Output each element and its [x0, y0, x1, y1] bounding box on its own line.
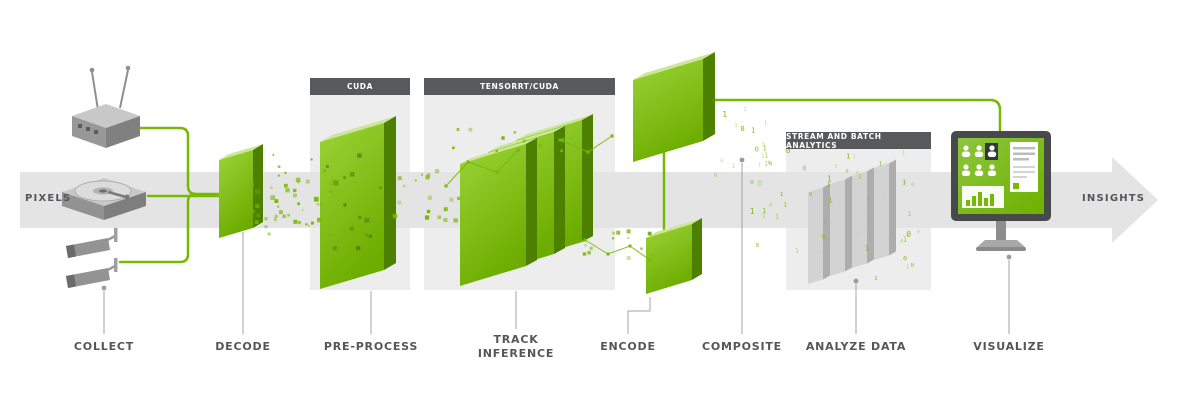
svg-text:1: 1 — [907, 209, 911, 218]
svg-text:0: 0 — [900, 239, 903, 245]
svg-text:1: 1 — [903, 179, 907, 186]
svg-text:0: 0 — [846, 169, 849, 175]
svg-text:0: 0 — [786, 146, 791, 155]
preprocess-box — [320, 116, 396, 289]
svg-text:1: 1 — [795, 248, 799, 255]
svg-text:0: 0 — [821, 233, 825, 241]
svg-text:1: 1 — [762, 207, 766, 215]
svg-text:1: 1 — [763, 144, 767, 152]
encode-box — [646, 218, 702, 294]
composite-box — [633, 52, 715, 162]
svg-text:1: 1 — [764, 151, 768, 159]
svg-text:1: 1 — [865, 245, 869, 253]
panel-header-tensorrt-cuda: TENSORRT/CUDA — [424, 78, 615, 95]
svg-text:0: 0 — [712, 97, 716, 105]
svg-text:1: 1 — [761, 153, 765, 160]
svg-text:1: 1 — [751, 127, 755, 135]
detection-graph-nodes — [444, 134, 652, 262]
svg-text:1: 1 — [764, 121, 767, 127]
svg-text:1: 1 — [835, 163, 838, 169]
composite-to-monitor-line — [714, 98, 1002, 132]
svg-text:0: 0 — [713, 130, 716, 136]
svg-text:0: 0 — [911, 263, 915, 269]
pixel-mosaic-to-encode — [581, 229, 655, 260]
pixel-mosaic-decode — [250, 154, 335, 237]
svg-text:0: 0 — [802, 164, 806, 173]
svg-text:0: 0 — [809, 191, 812, 197]
cctv-camera-icon — [66, 228, 118, 288]
svg-text:0: 0 — [720, 159, 723, 165]
svg-text:1: 1 — [853, 154, 856, 160]
pixel-mosaic-inference-top — [452, 127, 565, 153]
svg-text:1: 1 — [750, 207, 755, 216]
svg-text:0: 0 — [906, 230, 911, 239]
svg-text:1: 1 — [783, 201, 787, 209]
svg-text:1: 1 — [903, 235, 908, 244]
svg-text:0: 0 — [769, 203, 773, 209]
stage-label-encode: ENCODE — [600, 340, 656, 353]
svg-text:0: 0 — [768, 160, 771, 166]
inference-boxes — [460, 114, 593, 286]
monitor-icon — [951, 131, 1051, 251]
collect-connector-lines — [118, 126, 220, 264]
svg-text:0: 0 — [750, 180, 754, 186]
svg-text:1: 1 — [735, 123, 738, 129]
stage-label-analyze-data: ANALYZE DATA — [805, 340, 907, 353]
hard-drive-icon — [62, 178, 146, 220]
svg-text:1: 1 — [775, 215, 779, 221]
panel-header-cuda: CUDA — [310, 78, 410, 95]
svg-text:1: 1 — [722, 110, 727, 119]
svg-text:1: 1 — [902, 151, 905, 157]
callout-dots — [101, 157, 1012, 291]
svg-text:1: 1 — [780, 192, 783, 198]
svg-text:0: 0 — [714, 173, 717, 179]
svg-text:0: 0 — [755, 145, 759, 154]
svg-text:0: 0 — [762, 143, 766, 149]
monitor-screen-content — [961, 142, 1038, 208]
svg-text:0: 0 — [917, 230, 920, 236]
pixels-label: PIXELS — [25, 193, 72, 204]
svg-text:1: 1 — [758, 163, 761, 169]
svg-text:1: 1 — [846, 151, 850, 160]
stage-label-collect: COLLECT — [73, 340, 135, 353]
svg-text:1: 1 — [902, 181, 906, 187]
svg-text:1: 1 — [784, 149, 787, 155]
stage-label-track-inference: TRACK INFERENCE — [477, 333, 555, 360]
svg-text:0: 0 — [741, 125, 745, 133]
callout-lines — [103, 163, 1010, 334]
panel-header-stream-batch-analytics: STREAM AND BATCH ANALYTICS — [786, 132, 931, 150]
stage-label-composite: COMPOSITE — [701, 340, 783, 353]
svg-text:0: 0 — [911, 182, 914, 188]
svg-text:1: 1 — [744, 107, 747, 113]
svg-text:1: 1 — [762, 214, 765, 220]
svg-text:1: 1 — [879, 162, 883, 168]
svg-text:1: 1 — [764, 162, 768, 168]
network-switch-icon — [72, 65, 140, 148]
svg-text:1: 1 — [732, 163, 735, 169]
svg-text:0: 0 — [757, 179, 762, 188]
svg-text:0: 0 — [903, 254, 907, 262]
svg-text:0: 0 — [769, 161, 772, 167]
svg-text:0: 0 — [756, 243, 759, 249]
stage-label-visualize: VISUALIZE — [973, 340, 1045, 353]
svg-text:1: 1 — [906, 264, 909, 270]
svg-text:1: 1 — [827, 175, 832, 184]
svg-text:1: 1 — [858, 171, 862, 180]
svg-text:1: 1 — [874, 276, 877, 282]
analytics-server-boxes — [808, 159, 896, 284]
insights-label: INSIGHTS — [1082, 193, 1146, 204]
pixel-mosaic-preprocess — [326, 153, 382, 251]
pixel-mosaic-to-inference — [392, 169, 461, 223]
svg-text:1: 1 — [827, 183, 831, 189]
stage-label-pre-process: PRE-PROCESS — [323, 340, 419, 353]
stage-label-decode: DECODE — [215, 340, 271, 353]
svg-text:1: 1 — [828, 196, 832, 205]
